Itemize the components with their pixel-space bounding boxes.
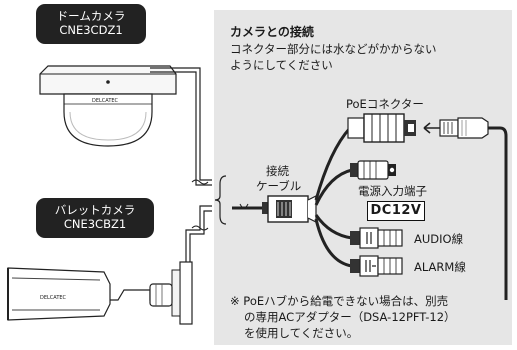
bullet-camera-illustration: DELCATEC (7, 261, 193, 325)
bullet-cable (185, 205, 212, 262)
alarm-label: ALARM線 (414, 260, 466, 274)
audio-connector-illustration (350, 227, 403, 249)
footnote-line-3: を使用してください。 (244, 326, 359, 340)
cut-mark-lower (191, 225, 209, 231)
note-title: カメラとの接続 (230, 25, 314, 39)
footnote-line-2: の専用ACアダプター（DSA-12PFT-12） (244, 310, 456, 324)
alarm-connector-illustration (350, 255, 403, 277)
insert-arrow (423, 122, 440, 134)
dome-camera-model: CNE3CDZ1 (59, 23, 123, 37)
cable-brace (214, 175, 227, 225)
dc-jack-illustration (350, 160, 396, 180)
note-line-2: ようにしてください (230, 58, 333, 72)
footnote-line-1: ※ PoEハブから給電できない場合は、別売 (230, 294, 449, 308)
rj45-plug-illustration (439, 117, 500, 139)
cut-mark-upper (191, 179, 209, 185)
lan-cable (499, 126, 508, 300)
cable-label-line-2: ケーブル (256, 179, 302, 193)
bullet-cable-inner (189, 210, 212, 262)
connection-cable-assembly (232, 126, 353, 268)
poe-connector-illustration (347, 113, 416, 143)
cable-label-line-1: 接続 (266, 164, 289, 178)
dc12v-box: DC12V (367, 201, 425, 221)
bullet-camera-title: バレットカメラ (54, 203, 136, 217)
note-line-1: コネクター部分には水などがかからない (230, 42, 437, 56)
dome-camera-label: ドームカメラ CNE3CDZ1 (36, 4, 146, 44)
dome-camera-illustration: DELCATEC (39, 65, 177, 147)
dome-cable-inner (150, 71, 212, 186)
dome-cable (150, 67, 212, 181)
bullet-brand: DELCATEC (40, 295, 67, 301)
power-terminal-label: 電源入力端子 (358, 184, 427, 198)
audio-label: AUDIO線 (414, 232, 464, 246)
bullet-camera-model: CNE3CBZ1 (63, 217, 127, 231)
dome-camera-title: ドームカメラ (56, 9, 126, 23)
dome-brand: DELCATEC (92, 98, 119, 104)
bullet-camera-label: バレットカメラ CNE3CBZ1 (36, 198, 154, 238)
poe-connector-label: PoEコネクター (346, 97, 424, 111)
